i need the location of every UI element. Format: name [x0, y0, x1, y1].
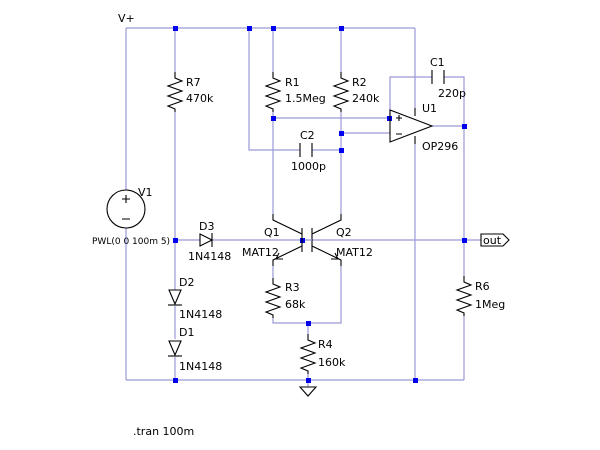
v1-ref: V1 — [138, 186, 153, 199]
output-port-flag — [480, 233, 510, 247]
r7-value: 470k — [186, 92, 214, 105]
ground-symbol — [298, 386, 318, 397]
u1-value: OP296 — [422, 140, 458, 153]
resistor-r2 — [332, 72, 350, 112]
r2-value: 240k — [352, 92, 380, 105]
c1-value: 220p — [438, 87, 466, 100]
voltage-source-v1 — [106, 189, 146, 229]
q1-value: MAT12 — [242, 246, 279, 259]
u1-ref: U1 — [422, 102, 437, 115]
opamp-u1 — [389, 108, 434, 144]
resistor-r3 — [264, 278, 282, 318]
q1-ref: Q1 — [264, 226, 280, 239]
d1-ref: D1 — [179, 326, 194, 339]
c1-ref: C1 — [430, 56, 445, 69]
r1-ref: R1 — [285, 76, 300, 89]
v1-value: PWL(0 0 100m 5) — [92, 237, 170, 247]
r7-ref: R7 — [186, 76, 201, 89]
r6-value: 1Meg — [475, 298, 505, 311]
vplus-label: V+ — [118, 12, 135, 25]
c2-value: 1000p — [291, 160, 326, 173]
capacitor-c2 — [299, 143, 313, 157]
r6-ref: R6 — [475, 280, 490, 293]
capacitor-c1 — [431, 70, 445, 84]
transistor-q1 — [272, 214, 303, 266]
r2-ref: R2 — [352, 76, 367, 89]
diode-d2 — [168, 289, 182, 306]
r1-value: 1.5Meg — [285, 92, 326, 105]
resistor-r7 — [166, 72, 184, 112]
r4-ref: R4 — [318, 338, 333, 351]
diode-d3 — [199, 233, 214, 247]
transistor-q2 — [305, 214, 342, 266]
out-label: out — [483, 234, 502, 247]
wires — [125, 27, 481, 387]
resistor-r4 — [299, 334, 317, 374]
resistor-r1 — [264, 72, 282, 112]
d2-value: 1N4148 — [179, 308, 222, 321]
d2-ref: D2 — [179, 276, 194, 289]
d1-value: 1N4148 — [179, 360, 222, 373]
resistor-r6 — [455, 276, 473, 316]
q2-value: MAT12 — [336, 246, 373, 259]
d3-ref: D3 — [199, 220, 214, 233]
q2-ref: Q2 — [336, 226, 352, 239]
junction-dots — [173, 26, 467, 383]
r3-ref: R3 — [285, 281, 300, 294]
r4-value: 160k — [318, 356, 346, 369]
d3-value: 1N4148 — [188, 250, 231, 263]
r3-value: 68k — [285, 298, 306, 311]
c2-ref: C2 — [300, 129, 315, 142]
tran-directive: .tran 100m — [133, 425, 194, 438]
diode-d1 — [168, 340, 182, 357]
